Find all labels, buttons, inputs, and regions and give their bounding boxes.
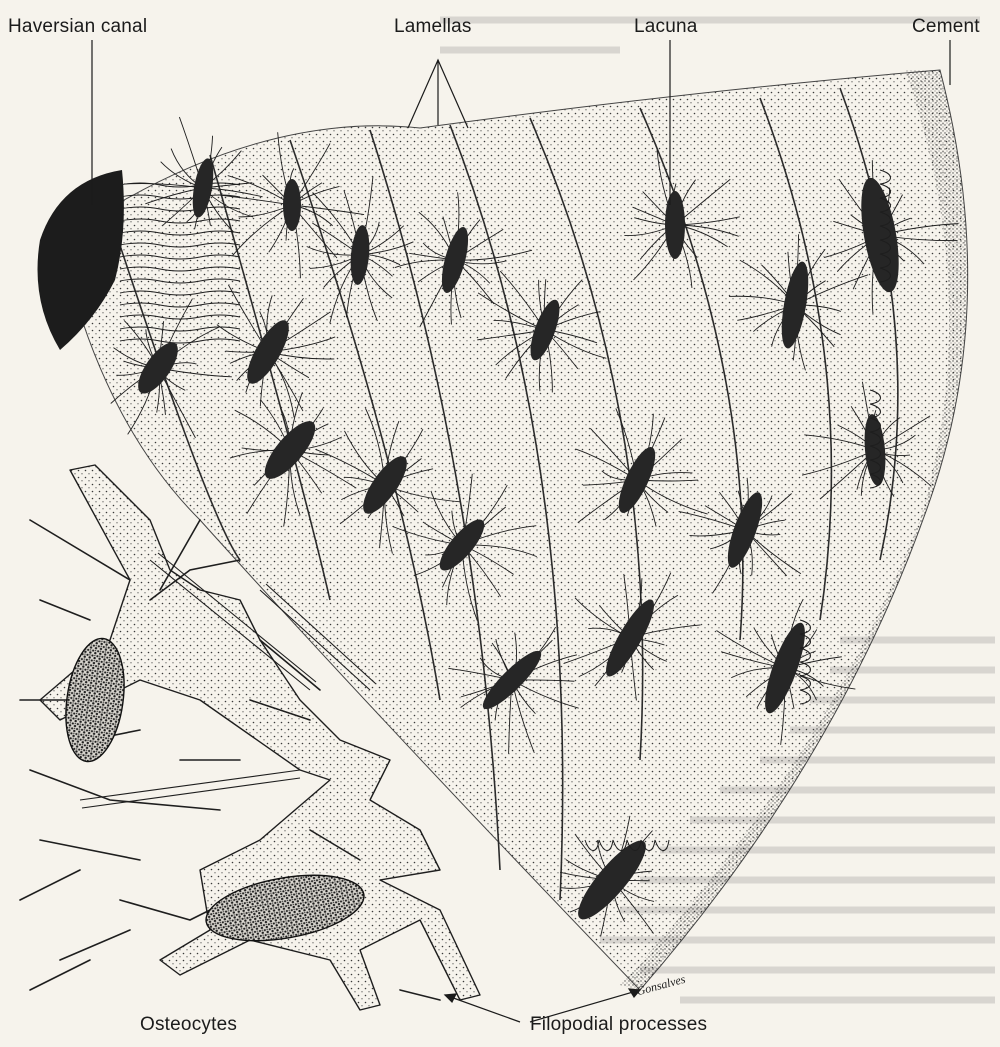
lacuna-6 <box>665 191 685 259</box>
label-cement: Cement <box>912 16 980 38</box>
label-lacuna: Lacuna <box>634 16 698 38</box>
lacuna-2 <box>283 179 301 231</box>
label-haversian-canal: Haversian canal <box>8 16 147 38</box>
label-filopodial-processes: Filopodial processes <box>530 1014 707 1036</box>
label-osteocytes: Osteocytes <box>140 1014 237 1036</box>
leader-filopodial-1 <box>445 995 520 1022</box>
label-lamellas: Lamellas <box>394 16 472 38</box>
